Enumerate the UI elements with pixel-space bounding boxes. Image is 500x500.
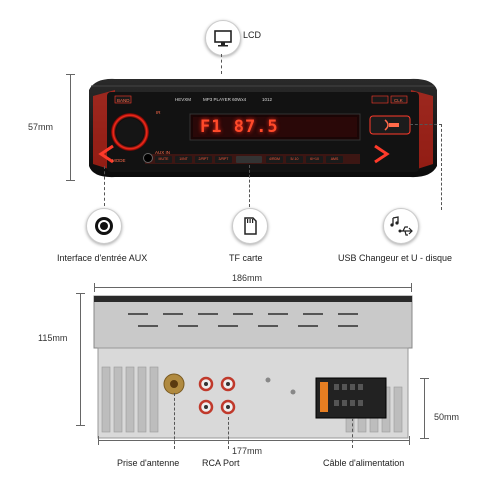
power-label: Câble d'alimentation: [323, 458, 405, 468]
faceplate-graphic: [89, 78, 437, 178]
tf-icon-circle: [232, 208, 268, 244]
depth-tick-bottom: [76, 425, 85, 426]
lcd-pointer-line: [221, 54, 222, 74]
tf-slot[interactable]: [236, 156, 262, 163]
preset-button-ams[interactable]: AMS: [326, 156, 343, 163]
aux-jack-icon: [95, 217, 113, 235]
number-text: 1012: [262, 97, 273, 102]
rear-chassis: [88, 292, 418, 442]
back-height-label: 50mm: [434, 412, 460, 422]
preset-button-1[interactable]: 1/INT: [175, 156, 192, 163]
antenna-pointer-line: [174, 393, 175, 449]
lcd-label: LCD: [243, 30, 262, 40]
aux-pointer-line: [104, 166, 105, 206]
height-dimension-line: [70, 74, 71, 180]
lcd-icon-circle: [205, 20, 241, 56]
width-top-line: [94, 287, 412, 288]
usb-pointer-line-v: [441, 124, 442, 210]
antenna-label: Prise d'antenne: [117, 458, 180, 468]
preset-button-2[interactable]: 2/RPT: [195, 156, 212, 163]
preset-button-6[interactable]: 6/+10: [306, 156, 323, 163]
lcd-display-text: F1 87.5: [200, 117, 279, 137]
sd-card-icon: [244, 217, 257, 235]
rca-label: RCA Port: [202, 458, 240, 468]
preset-button-mute[interactable]: MUTE: [155, 156, 172, 163]
dim-tick-top: [66, 74, 75, 75]
back-width-tick-right: [409, 436, 410, 445]
clk-text: CLK: [394, 98, 403, 103]
back-height-tick-top: [420, 378, 429, 379]
tf-pointer-line: [249, 165, 250, 207]
car-radio-faceplate: [85, 76, 440, 180]
width-top-tick-right: [411, 283, 412, 292]
usb-icon-circle: [383, 208, 419, 244]
depth-tick-top: [76, 293, 85, 294]
height-front-label: 57mm: [28, 122, 54, 132]
back-width-label: 177mm: [232, 446, 263, 456]
ir-text: IR: [156, 110, 161, 115]
usb-pointer-line-h: [410, 124, 442, 125]
aux-icon-circle: [86, 208, 122, 244]
preset-button-5[interactable]: 5/-10: [286, 156, 303, 163]
model-text: MP3 PLAYER 60Wx4: [203, 97, 247, 102]
depth-line: [80, 293, 81, 425]
preset-button-4[interactable]: 4/RDM: [266, 156, 283, 163]
aux-in-text: AUX IN: [155, 150, 171, 155]
back-height-tick-bottom: [420, 438, 429, 439]
rca-pointer-line: [228, 417, 229, 449]
back-width-line: [98, 440, 410, 441]
monitor-icon: [214, 30, 232, 47]
band-text: BAND: [117, 98, 130, 103]
aux-label: Interface d'entrée AUX: [57, 253, 148, 263]
width-top-tick-left: [94, 283, 95, 292]
dim-tick-bottom: [66, 180, 75, 181]
tf-label: TF carte: [229, 253, 263, 263]
mode-text: MODE: [112, 158, 126, 163]
width-top-label: 186mm: [232, 273, 263, 283]
back-width-tick-left: [98, 436, 99, 445]
preset-button-3[interactable]: 3/RPT: [215, 156, 232, 163]
rear-chassis-graphic: [93, 295, 413, 439]
usb-music-icon: [390, 216, 413, 236]
depth-label: 115mm: [38, 333, 68, 343]
power-pointer-line: [352, 418, 353, 448]
usb-label: USB Changeur et U - disque: [338, 253, 453, 263]
back-height-line: [424, 378, 425, 438]
brand-text: HEVXM: [175, 97, 192, 102]
aux-jack[interactable]: [143, 153, 153, 163]
